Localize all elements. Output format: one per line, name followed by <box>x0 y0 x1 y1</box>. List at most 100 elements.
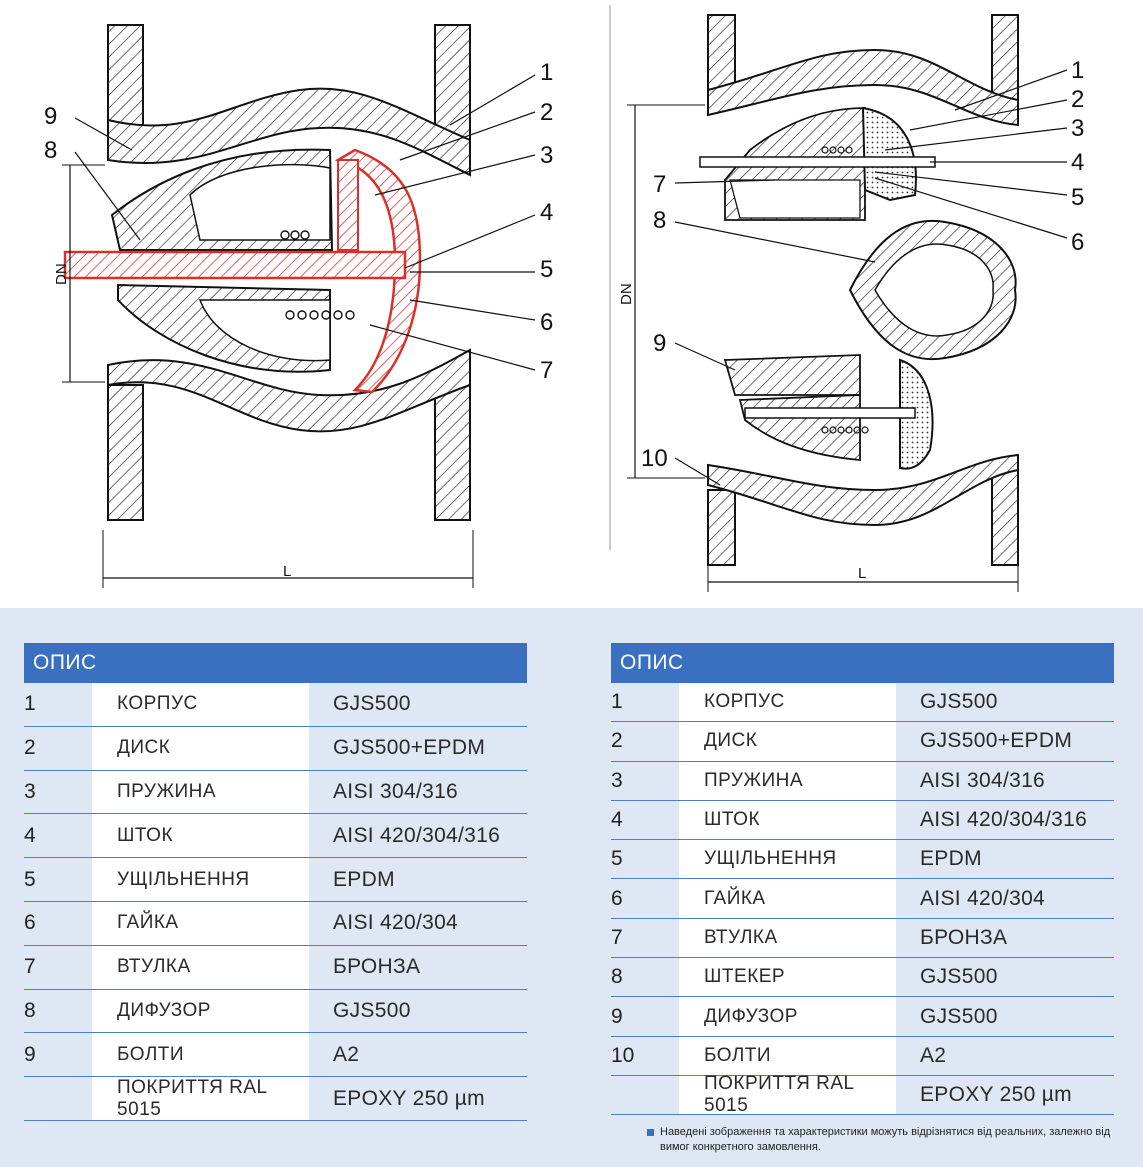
table-row: 5 УЩІЛЬНЕННЯ EPDM <box>611 840 1114 880</box>
callout-6: 6 <box>1071 229 1084 256</box>
callout-4: 4 <box>1071 149 1084 176</box>
part-number: 7 <box>24 955 36 979</box>
part-number: 1 <box>611 690 623 714</box>
part-material: GJS500 <box>920 965 998 989</box>
disclaimer-note: Наведені зображення та характеристики мо… <box>647 1125 1130 1155</box>
table-row: 3 ПРУЖИНА AISI 304/316 <box>24 770 527 815</box>
part-name: ГАЙКА <box>92 901 309 945</box>
part-name: ПОКРИТТЯ RAL 5015 <box>92 1077 309 1120</box>
part-number: 1 <box>24 692 36 716</box>
dimension-l-label: L <box>283 563 291 580</box>
callout-2: 2 <box>540 99 553 126</box>
part-number: 7 <box>611 925 623 949</box>
part-material: GJS500 <box>920 690 998 714</box>
part-number: 9 <box>24 1042 36 1066</box>
part-number: 4 <box>24 823 36 847</box>
spec-table-left: ОПИС 1 КОРПУС GJS500 2 ДИСК GJS500+EPDM 3 ПРУ… <box>24 643 527 1121</box>
table-header: ОПИС <box>611 643 1114 683</box>
table-row: 6 ГАЙКА AISI 420/304 <box>611 879 1114 919</box>
part-material: AISI 420/304/316 <box>920 808 1088 832</box>
part-number: 6 <box>611 886 623 910</box>
callout-1: 1 <box>540 59 553 86</box>
callout-10: 10 <box>641 445 668 472</box>
part-material: AISI 420/304/316 <box>333 823 501 847</box>
dimension-l-label: L <box>858 565 866 582</box>
table-row: ПОКРИТТЯ RAL 5015 EPOXY 250 µm <box>611 1073 1114 1116</box>
part-name: ДИСК <box>679 722 896 761</box>
part-name: ВТУЛКА <box>679 918 896 958</box>
callout-8: 8 <box>44 137 57 164</box>
valve-drawing-left: DN L 1 2 3 4 5 6 7 8 9 <box>0 0 575 608</box>
part-material: GJS500 <box>333 692 411 716</box>
part-number: 8 <box>611 965 623 989</box>
table-row: ПОКРИТТЯ RAL 5015 EPOXY 250 µm <box>24 1077 527 1121</box>
table-row: 9 БОЛТИ A2 <box>24 1033 527 1078</box>
part-name: ГАЙКА <box>679 879 896 918</box>
part-number: 4 <box>611 808 623 832</box>
part-name: УЩІЛЬНЕННЯ <box>92 858 309 901</box>
part-name: ПРУЖИНА <box>679 761 896 800</box>
part-name: ПРУЖИНА <box>92 770 309 814</box>
part-number <box>24 1077 92 1120</box>
part-material: A2 <box>920 1043 947 1067</box>
table-header: ОПИС <box>24 643 527 683</box>
part-number: 6 <box>24 911 36 935</box>
part-number: 10 <box>611 1043 635 1067</box>
part-material: AISI 420/304 <box>920 886 1046 910</box>
callout-7: 7 <box>540 357 553 384</box>
part-material: A2 <box>333 1042 360 1066</box>
part-name: КОРПУС <box>92 683 309 726</box>
table-row: 9 ДИФУЗОР GJS500 <box>611 997 1114 1037</box>
part-material: AISI 304/316 <box>333 779 459 803</box>
dimension-dn-label: DN <box>618 283 635 305</box>
part-name: ДИФУЗОР <box>679 997 896 1036</box>
part-name: ШТОК <box>92 814 309 858</box>
part-name: БОЛТИ <box>679 1036 896 1075</box>
callout-3: 3 <box>540 142 553 169</box>
part-material: EPDM <box>920 847 982 871</box>
part-name: УЩІЛЬНЕННЯ <box>679 840 896 879</box>
part-number: 2 <box>24 736 36 760</box>
part-number: 3 <box>24 779 36 803</box>
disclaimer-text: Наведені зображення та характеристики мо… <box>660 1126 1111 1153</box>
part-number: 5 <box>611 847 623 871</box>
part-material: EPOXY 250 µm <box>920 1083 1072 1107</box>
part-material: БРОНЗА <box>333 955 421 979</box>
part-number: 9 <box>611 1004 623 1028</box>
part-number: 2 <box>611 729 623 753</box>
part-material: EPDM <box>333 867 395 891</box>
callout-5: 5 <box>540 256 553 283</box>
part-number: 5 <box>24 867 36 891</box>
part-material: EPOXY 250 µm <box>333 1086 485 1110</box>
callout-7: 7 <box>653 171 666 198</box>
callout-2: 2 <box>1071 86 1084 113</box>
part-material: GJS500 <box>920 1004 998 1028</box>
part-material: GJS500+EPDM <box>333 736 486 760</box>
table-row: 10 БОЛТИ A2 <box>611 1036 1114 1076</box>
callout-5: 5 <box>1071 184 1084 211</box>
table-row: 7 ВТУЛКА БРОНЗА <box>611 918 1114 959</box>
part-name: ДИСК <box>92 726 309 770</box>
callout-3: 3 <box>1071 115 1084 142</box>
valve-drawing-right: DN L 1 2 3 4 5 6 7 8 9 10 <box>575 0 1143 608</box>
part-name: БОЛТИ <box>92 1033 309 1077</box>
part-name: ВТУЛКА <box>92 945 309 989</box>
part-name: ПОКРИТТЯ RAL 5015 <box>679 1073 896 1116</box>
part-name: КОРПУС <box>679 683 896 722</box>
part-material: БРОНЗА <box>920 925 1008 949</box>
part-number <box>611 1076 679 1114</box>
specification-panel: ОПИС 1 КОРПУС GJS500 2 ДИСК GJS500+EPDM 3 ПРУ… <box>0 608 1143 1167</box>
table-row: 7 ВТУЛКА БРОНЗА <box>24 945 527 990</box>
callout-1: 1 <box>1071 57 1084 84</box>
callout-8: 8 <box>653 207 666 234</box>
callout-9: 9 <box>44 103 57 130</box>
part-number: 8 <box>24 998 36 1022</box>
callout-4: 4 <box>540 199 553 226</box>
table-row: 1 КОРПУС GJS500 <box>24 683 527 727</box>
